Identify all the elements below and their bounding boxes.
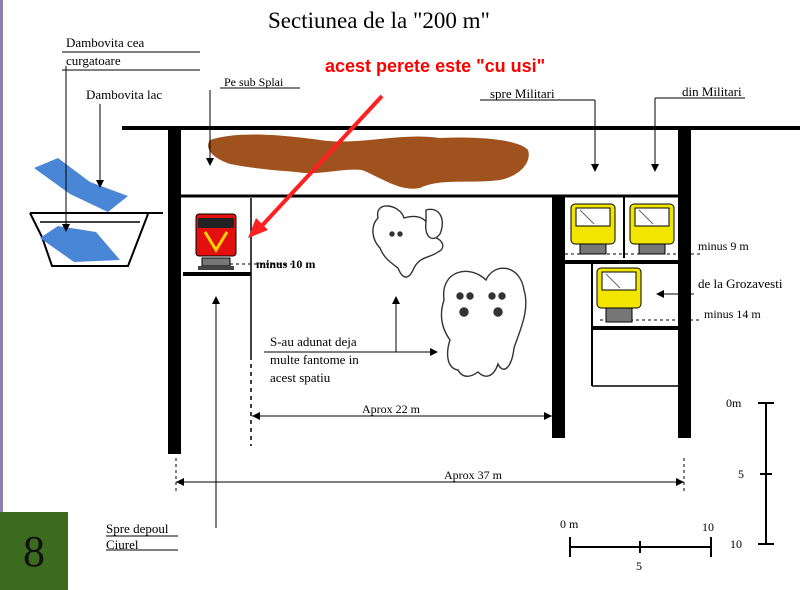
label-aprox-37: Aprox 37 m <box>444 468 502 482</box>
red-arrow <box>256 94 384 232</box>
river-bowl <box>29 158 163 267</box>
ghosts <box>372 205 527 377</box>
label-aprox-22: Aprox 22 m <box>362 402 420 416</box>
page-title: Sectiunea de la "200 m" <box>268 8 490 33</box>
label-spre-depoul: Spre depoul <box>106 521 169 536</box>
wall-left <box>168 128 181 454</box>
label-spre-militari: spre Militari <box>490 86 555 101</box>
label-minus-10: minus 10 m <box>256 257 316 271</box>
label-de-la-grozavesti: de la Grozavesti <box>698 276 783 291</box>
wall-mid <box>552 196 565 438</box>
yellow-train-1 <box>570 203 616 255</box>
label-pe-sub-splai: Pe sub Splai <box>224 75 284 89</box>
label-minus-14: minus 14 m <box>704 307 761 321</box>
yellow-train-2 <box>629 203 675 255</box>
vscale-mid: 5 <box>738 467 744 481</box>
label-fantome-line2: multe fantome in <box>270 352 359 367</box>
red-train <box>195 213 237 270</box>
label-dambovita-cea: Dambovita cea <box>66 35 145 50</box>
door-wall-note: acest perete este "cu usi" <box>325 56 546 76</box>
label-ciurel: Ciurel <box>106 537 139 552</box>
yellow-train-3 <box>596 267 642 323</box>
vscale-top: 0m <box>726 396 742 410</box>
label-din-militari: din Militari <box>682 84 742 99</box>
mud-layer <box>208 134 529 189</box>
hscale-left: 0 m <box>560 517 579 531</box>
label-fantome-line1: S-au adunat deja <box>270 334 357 349</box>
label-dambovita-lac: Dambovita lac <box>86 87 163 102</box>
label-fantome-line3: acest spatiu <box>270 370 331 385</box>
slide-number-badge: 8 <box>0 512 68 590</box>
wall-right <box>678 128 691 438</box>
hscale-mid: 5 <box>636 559 642 573</box>
slide-number: 8 <box>23 526 45 576</box>
hscale-right: 10 <box>702 520 714 534</box>
vscale-bottom: 10 <box>730 537 742 551</box>
label-minus-9: minus 9 m <box>698 239 749 253</box>
label-curgatoare: curgatoare <box>66 53 121 68</box>
slide-left-edge <box>0 0 3 512</box>
